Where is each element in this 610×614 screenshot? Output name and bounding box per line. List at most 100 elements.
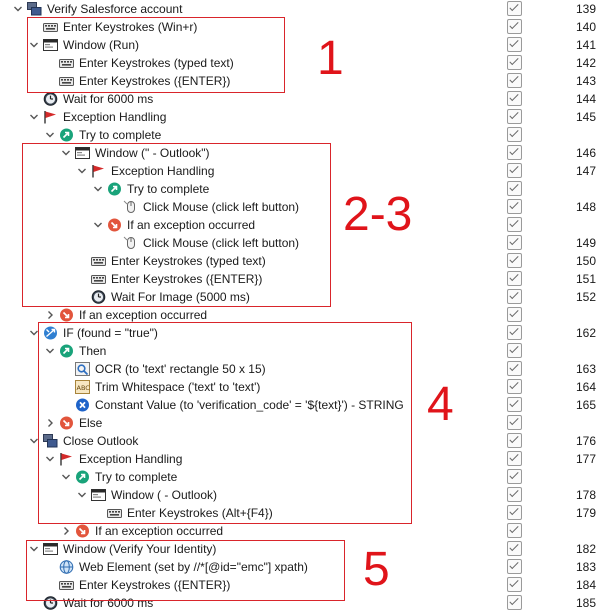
tree-row[interactable]: Enter Keystrokes (typed text)150: [0, 252, 610, 270]
tree-row[interactable]: Wait For Image (5000 ms)152: [0, 288, 610, 306]
enabled-checkbox[interactable]: [507, 379, 522, 394]
tree-row[interactable]: Click Mouse (click left button)149: [0, 234, 610, 252]
tree-row[interactable]: If an exception occurred: [0, 522, 610, 540]
expand-chevron-icon[interactable]: [45, 417, 55, 429]
collapse-chevron-icon[interactable]: [29, 111, 39, 123]
clock-icon: [43, 92, 58, 106]
mouse-icon: [123, 236, 138, 250]
enabled-checkbox[interactable]: [507, 1, 522, 16]
annotation-box-4: [38, 322, 412, 524]
enabled-checkbox[interactable]: [507, 577, 522, 592]
enabled-checkbox[interactable]: [507, 469, 522, 484]
tree-row[interactable]: Window (Run)141: [0, 36, 610, 54]
enabled-checkbox[interactable]: [507, 253, 522, 268]
enabled-checkbox[interactable]: [507, 91, 522, 106]
tree-row[interactable]: Enter Keystrokes (typed text)142: [0, 54, 610, 72]
enabled-checkbox[interactable]: [507, 289, 522, 304]
enabled-checkbox[interactable]: [507, 397, 522, 412]
tree-row-label: Trim Whitespace ('text' to 'text'): [95, 380, 261, 394]
enabled-checkbox[interactable]: [507, 55, 522, 70]
enabled-checkbox[interactable]: [507, 487, 522, 502]
enabled-checkbox[interactable]: [507, 415, 522, 430]
tree-row[interactable]: Enter Keystrokes ({ENTER})184: [0, 576, 610, 594]
enabled-checkbox[interactable]: [507, 145, 522, 160]
collapse-chevron-icon[interactable]: [61, 147, 71, 159]
tree-row[interactable]: Try to complete: [0, 180, 610, 198]
collapse-chevron-icon[interactable]: [45, 345, 55, 357]
collapse-chevron-icon[interactable]: [29, 39, 39, 51]
enabled-checkbox[interactable]: [507, 361, 522, 376]
tree-row-label: If an exception occurred: [95, 524, 224, 538]
tree-row[interactable]: Enter Keystrokes ({ENTER})151: [0, 270, 610, 288]
collapse-chevron-icon[interactable]: [29, 543, 39, 555]
tree-row[interactable]: Else: [0, 414, 610, 432]
tree-row[interactable]: Web Element (set by //*[@id="emc"] xpath…: [0, 558, 610, 576]
tree-row-label: Click Mouse (click left button): [143, 236, 300, 250]
collapse-chevron-icon[interactable]: [61, 471, 71, 483]
collapse-chevron-icon[interactable]: [93, 183, 103, 195]
tree-row[interactable]: Try to complete: [0, 468, 610, 486]
tree-row[interactable]: Enter Keystrokes ({ENTER})143: [0, 72, 610, 90]
tree-row[interactable]: Enter Keystrokes (Win+r)140: [0, 18, 610, 36]
collapse-chevron-icon[interactable]: [93, 219, 103, 231]
enabled-checkbox[interactable]: [507, 217, 522, 232]
tree-row[interactable]: Click Mouse (click left button)148: [0, 198, 610, 216]
collapse-chevron-icon[interactable]: [29, 327, 39, 339]
enabled-checkbox[interactable]: [507, 271, 522, 286]
enabled-checkbox[interactable]: [507, 199, 522, 214]
tree-row-label: Try to complete: [95, 470, 178, 484]
enabled-checkbox[interactable]: [507, 307, 522, 322]
enabled-checkbox[interactable]: [507, 433, 522, 448]
tree-row[interactable]: Try to complete: [0, 126, 610, 144]
try-arrow-icon: [107, 182, 122, 196]
tree-row[interactable]: OCR (to 'text' rectangle 50 x 15)163: [0, 360, 610, 378]
enabled-checkbox[interactable]: [507, 451, 522, 466]
ocr-icon: [75, 362, 90, 376]
collapse-chevron-icon[interactable]: [77, 489, 87, 501]
line-number: 145: [576, 110, 597, 124]
enabled-checkbox[interactable]: [507, 19, 522, 34]
enabled-checkbox[interactable]: [507, 541, 522, 556]
enabled-checkbox[interactable]: [507, 595, 522, 610]
tree-row[interactable]: IF (found = "true")162: [0, 324, 610, 342]
enabled-checkbox[interactable]: [507, 343, 522, 358]
tree-row[interactable]: Then: [0, 342, 610, 360]
tree-row[interactable]: Window ( - Outlook)178: [0, 486, 610, 504]
expand-chevron-icon[interactable]: [61, 525, 71, 537]
tree-row[interactable]: Constant Value (to 'verification_code' =…: [0, 396, 610, 414]
enabled-checkbox[interactable]: [507, 73, 522, 88]
collapse-chevron-icon[interactable]: [77, 165, 87, 177]
expand-chevron-icon[interactable]: [45, 309, 55, 321]
enabled-checkbox[interactable]: [507, 163, 522, 178]
collapse-chevron-icon[interactable]: [45, 129, 55, 141]
enabled-checkbox[interactable]: [507, 127, 522, 142]
collapse-chevron-icon[interactable]: [13, 3, 23, 15]
enabled-checkbox[interactable]: [507, 523, 522, 538]
line-number: 178: [576, 488, 597, 502]
enabled-checkbox[interactable]: [507, 235, 522, 250]
line-number: 176: [576, 434, 597, 448]
enabled-checkbox[interactable]: [507, 181, 522, 196]
tree-row-label: Exception Handling: [111, 164, 215, 178]
enabled-checkbox[interactable]: [507, 325, 522, 340]
enabled-checkbox[interactable]: [507, 505, 522, 520]
collapse-chevron-icon[interactable]: [45, 453, 55, 465]
tree-row[interactable]: Window (Verify Your Identity)182: [0, 540, 610, 558]
enabled-checkbox[interactable]: [507, 37, 522, 52]
collapse-chevron-icon[interactable]: [29, 435, 39, 447]
tree-row[interactable]: If an exception occurred: [0, 216, 610, 234]
enabled-checkbox[interactable]: [507, 559, 522, 574]
tree-row-label: Enter Keystrokes (typed text): [111, 254, 266, 268]
tree-row[interactable]: Window (" - Outlook")146: [0, 144, 610, 162]
tree-row[interactable]: If an exception occurred: [0, 306, 610, 324]
enabled-checkbox[interactable]: [507, 109, 522, 124]
tree-row[interactable]: Enter Keystrokes (Alt+{F4})179: [0, 504, 610, 522]
